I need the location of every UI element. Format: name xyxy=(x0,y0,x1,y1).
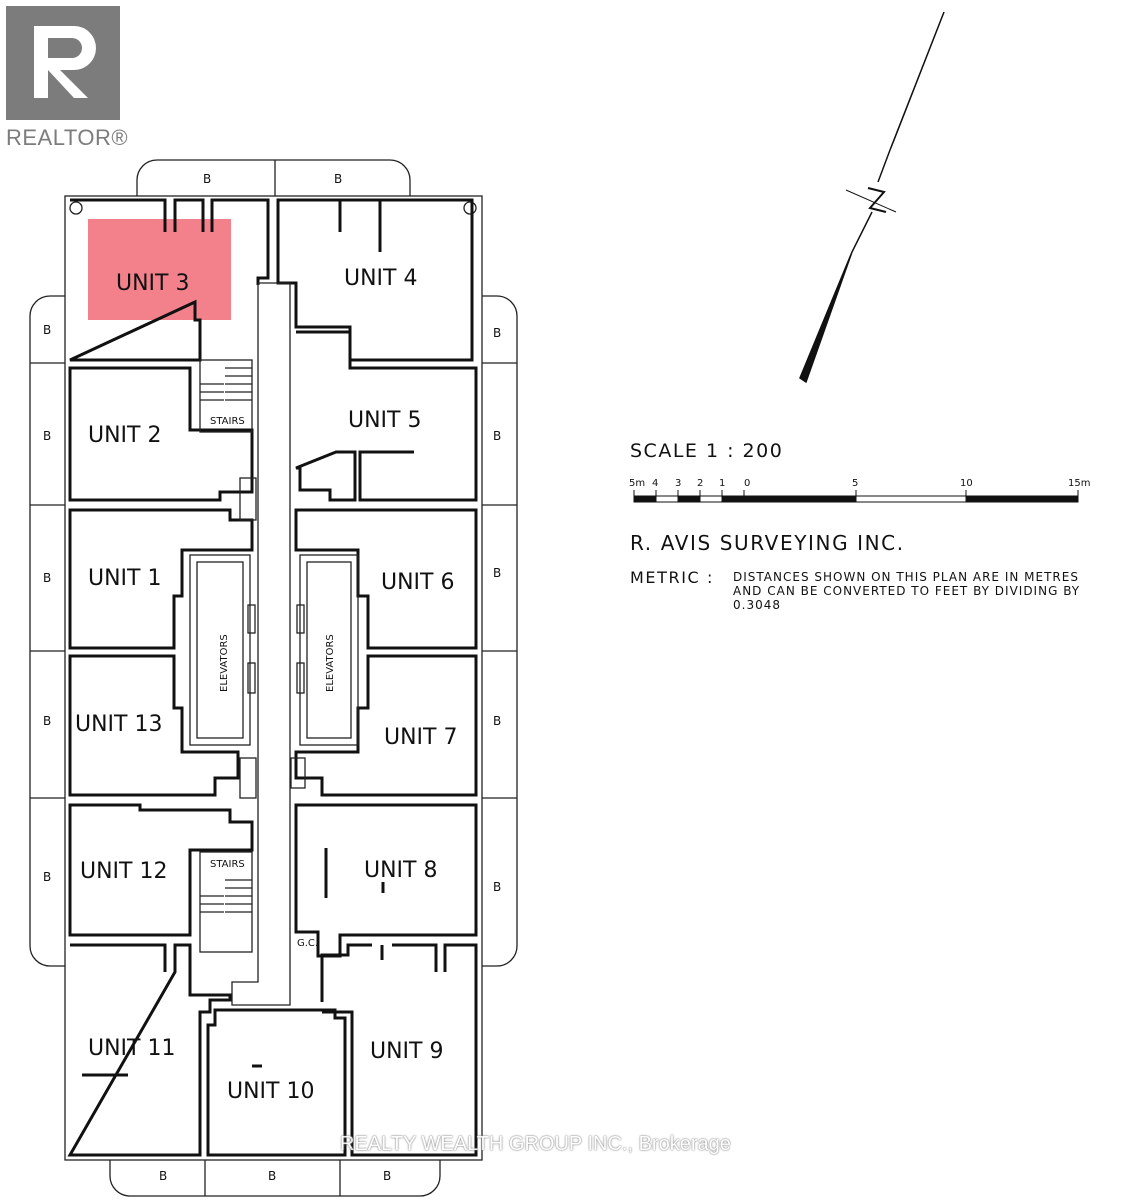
balcony-label: B xyxy=(493,429,501,443)
elevators-left-label: ELEVATORS xyxy=(219,634,230,692)
unit-7-label: UNIT 7 xyxy=(384,725,457,750)
gc-label: G.C. xyxy=(297,938,318,949)
balcony-left xyxy=(29,295,65,967)
balcony-right xyxy=(482,295,518,967)
unit-4-label: UNIT 4 xyxy=(344,266,417,291)
balcony-label: B xyxy=(383,1169,391,1183)
elevators-right xyxy=(299,554,359,746)
scale-tick: 4 xyxy=(652,478,658,489)
scale-title: SCALE 1 : 200 xyxy=(630,440,784,462)
unit-1-label: UNIT 1 xyxy=(88,566,161,591)
unit-6-label: UNIT 6 xyxy=(381,570,454,595)
balcony-bottom xyxy=(109,1160,441,1197)
unit-2-walls xyxy=(68,366,254,502)
scale-tick: 1 xyxy=(719,478,725,489)
scale-tick: 0 xyxy=(744,478,750,489)
stairs-upper xyxy=(199,359,253,433)
unit-2-label: UNIT 2 xyxy=(88,423,161,448)
unit-5-label: UNIT 5 xyxy=(348,408,421,433)
balcony-label: B xyxy=(203,172,211,186)
balcony-label: B xyxy=(43,571,51,585)
scale-tick: 5m xyxy=(629,478,645,489)
balcony-label: B xyxy=(493,714,501,728)
unit-13-label: UNIT 13 xyxy=(75,712,162,737)
balcony-label: B xyxy=(334,172,342,186)
stairs-lower xyxy=(199,851,253,953)
balcony-label: B xyxy=(268,1169,276,1183)
brokerage-watermark: REALTY WEALTH GROUP INC., Brokerage xyxy=(340,1133,731,1155)
balcony-label: B xyxy=(159,1169,167,1183)
realtor-logo xyxy=(6,6,120,120)
balcony-top xyxy=(136,159,411,196)
metric-heading: METRIC : xyxy=(630,568,714,587)
elevators-right-label: ELEVATORS xyxy=(325,634,336,692)
balcony-label: B xyxy=(493,566,501,580)
unit-12-walls xyxy=(68,803,254,937)
scale-tick: 10 xyxy=(960,478,973,489)
balcony-label: B xyxy=(43,429,51,443)
surveyor-name: R. AVIS SURVEYING INC. xyxy=(630,531,905,555)
north-arrow-icon xyxy=(799,11,945,384)
scale-tick: 3 xyxy=(675,478,681,489)
stairs-lower-treads xyxy=(200,879,252,913)
unit-11-walls xyxy=(67,943,232,1157)
corridor xyxy=(231,282,291,1006)
balcony-label: B xyxy=(493,880,501,894)
unit-12-label: UNIT 12 xyxy=(80,859,167,884)
unit-9-label: UNIT 9 xyxy=(370,1039,443,1064)
unit-5-walls xyxy=(295,330,478,502)
unit-6-walls xyxy=(294,508,478,650)
balcony-label: B xyxy=(43,323,51,337)
unit-10-label: UNIT 10 xyxy=(227,1079,314,1104)
stairs-lower-label: STAIRS xyxy=(210,859,245,870)
metric-note: DISTANCES SHOWN ON THIS PLAN ARE IN METR… xyxy=(733,570,1081,612)
unit-9-walls xyxy=(320,943,478,1157)
balcony-label: B xyxy=(43,870,51,884)
realtor-r-icon xyxy=(34,26,96,98)
unit-3-walls xyxy=(69,198,270,362)
realtor-logo-text: REALTOR® xyxy=(6,125,129,150)
balcony-label: B xyxy=(493,326,501,340)
unit-3-label: UNIT 3 xyxy=(116,271,189,296)
scale-tick: 15m xyxy=(1068,478,1090,489)
building-outline xyxy=(64,195,483,1161)
stairs-upper-label: STAIRS xyxy=(210,416,245,427)
elevators-left xyxy=(189,554,251,746)
stairs-upper-treads xyxy=(200,367,252,401)
unit-7-walls xyxy=(294,654,478,797)
unit-3-highlight xyxy=(88,219,231,320)
unit-11-label: UNIT 11 xyxy=(88,1036,175,1061)
unit-13-walls xyxy=(68,654,240,797)
scale-bar: 5m 4 3 2 1 0 5 10 15m xyxy=(629,478,1090,503)
scale-tick: 5 xyxy=(852,478,858,489)
scale-tick: 2 xyxy=(697,478,703,489)
unit-8-label: UNIT 8 xyxy=(364,858,437,883)
balcony-label: B xyxy=(43,714,51,728)
unit-1-walls xyxy=(68,508,254,650)
